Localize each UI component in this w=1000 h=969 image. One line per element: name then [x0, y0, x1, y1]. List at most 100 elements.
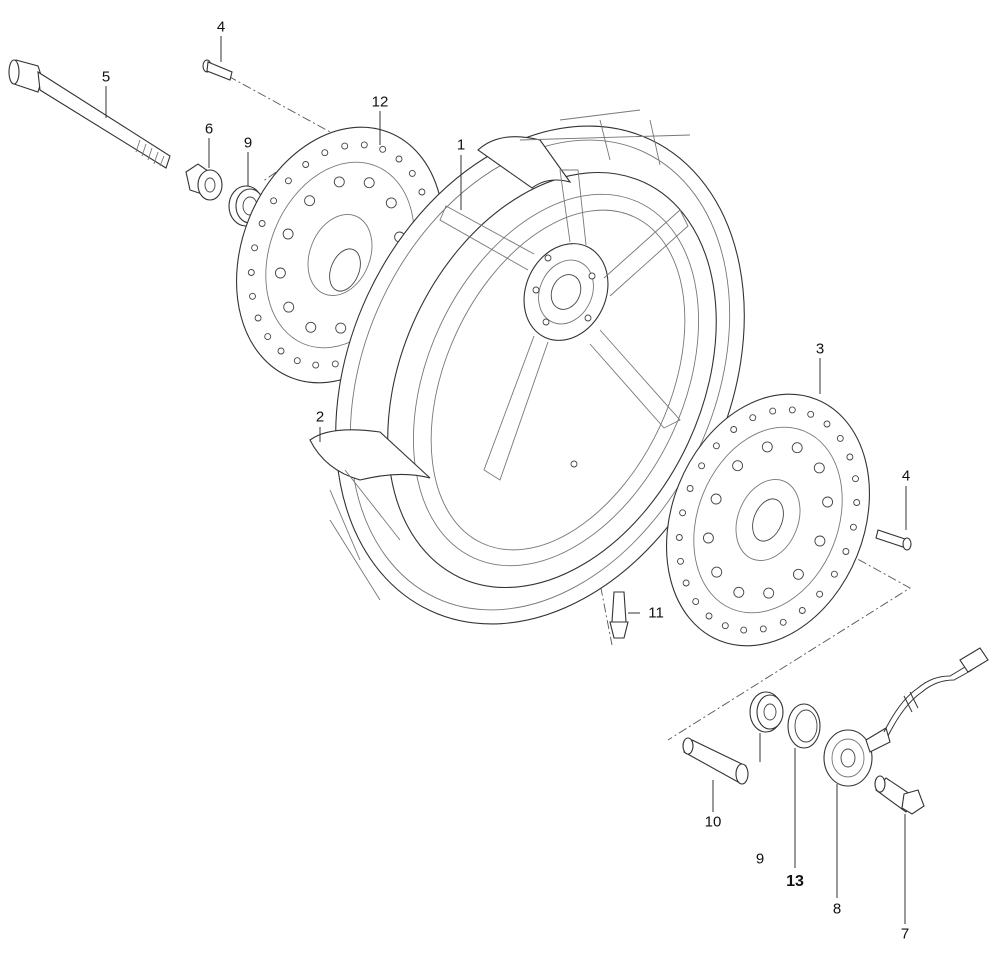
disc-hole: [379, 145, 387, 153]
disc-hole: [698, 462, 706, 470]
disc-hole: [293, 357, 301, 365]
disc-hole: [788, 406, 796, 414]
disc-hole: [692, 598, 700, 606]
disc-hole: [711, 566, 723, 578]
disc-hole: [264, 333, 272, 341]
disc-hole: [852, 475, 859, 483]
disc-hole: [249, 292, 256, 300]
front-axle: [8, 59, 171, 169]
disc-hole: [254, 314, 262, 322]
distance-collar: [682, 737, 749, 785]
callout-9-upper: 9: [243, 134, 253, 152]
disc-hole: [710, 493, 722, 505]
disc-hole: [732, 460, 744, 472]
disc-hole: [816, 590, 824, 598]
disc-hole: [740, 626, 748, 634]
disc-hole: [385, 197, 397, 209]
disc-hole: [333, 176, 345, 188]
callout-4-top: 4: [216, 18, 226, 36]
retainer-ring: [787, 703, 821, 749]
disc-hole: [247, 269, 255, 276]
callout-11: 11: [648, 604, 664, 622]
wheel-and-tyre: [309, 109, 745, 625]
disc-hole: [842, 548, 850, 555]
disc-hole: [822, 496, 834, 508]
callout-4-right: 4: [901, 467, 911, 485]
disc-hole: [836, 434, 844, 442]
disc-bolt-top: [202, 59, 233, 81]
disc-hole: [733, 586, 745, 598]
disc-hole: [853, 499, 861, 506]
disc-hole: [792, 568, 804, 580]
callout-8: 8: [832, 900, 842, 918]
disc-hole: [798, 607, 806, 614]
disc-hole: [730, 426, 738, 433]
disc-hole: [270, 197, 278, 205]
disc-hole: [282, 228, 294, 240]
disc-hole: [814, 535, 826, 547]
tyre-valve: [609, 591, 629, 639]
callout-7: 7: [900, 925, 910, 943]
disc-hole: [312, 361, 320, 369]
leader-lines: [105, 36, 907, 924]
sensor-cable: [883, 647, 989, 737]
disc-hole: [763, 587, 775, 599]
disc-hole: [769, 407, 777, 415]
callout-10: 10: [704, 813, 722, 831]
disc-hole: [302, 161, 310, 168]
disc-hole: [849, 523, 857, 531]
disc-hole: [251, 244, 259, 252]
callout-9-lower: 9: [755, 850, 765, 868]
disc-hole: [779, 618, 787, 626]
callout-2: 2: [315, 408, 325, 426]
disc-hole: [408, 169, 416, 177]
brake-disc-right: [665, 393, 871, 647]
disc-hole: [284, 177, 292, 185]
disc-hole: [830, 570, 838, 578]
disc-hole: [675, 534, 683, 541]
disc-hole: [418, 188, 426, 196]
callout-1: 1: [456, 136, 466, 154]
disc-hole: [283, 301, 295, 313]
disc-hole: [677, 557, 684, 565]
disc-hole: [705, 612, 713, 620]
disc-hole: [823, 420, 831, 428]
disc-hole: [682, 579, 690, 587]
callout-13: 13: [786, 873, 804, 890]
disc-bolt-right: [875, 529, 912, 551]
disc-hole: [274, 267, 286, 279]
disc-hole: [305, 321, 317, 333]
bearing-lower: [749, 691, 784, 733]
disc-hole: [686, 485, 694, 492]
disc-hole: [721, 622, 729, 630]
disc-hole: [846, 453, 854, 461]
disc-hole: [321, 149, 329, 157]
disc-hole: [258, 220, 266, 227]
callout-12: 12: [371, 93, 389, 111]
disc-hole: [304, 195, 316, 207]
disc-hole: [813, 462, 825, 474]
disc-hole: [335, 322, 347, 334]
disc-hole: [702, 532, 714, 544]
callout-3: 3: [815, 340, 825, 358]
axle-nut: [874, 775, 925, 815]
disc-hole: [761, 441, 773, 453]
collar: [185, 163, 223, 201]
speedometer-gearbox: [823, 727, 891, 787]
disc-hole: [791, 442, 803, 454]
disc-hole: [807, 410, 815, 418]
disc-hole: [363, 177, 375, 189]
disc-hole: [277, 347, 285, 355]
disc-hole: [360, 141, 368, 149]
disc-hole: [331, 360, 339, 368]
disc-hole: [395, 155, 403, 163]
callout-6: 6: [204, 120, 214, 138]
callout-5: 5: [101, 68, 111, 86]
disc-hole: [679, 509, 687, 517]
disc-hole: [341, 142, 349, 150]
disc-hole: [712, 442, 720, 450]
disc-hole: [749, 414, 757, 422]
disc-hole: [759, 625, 767, 633]
